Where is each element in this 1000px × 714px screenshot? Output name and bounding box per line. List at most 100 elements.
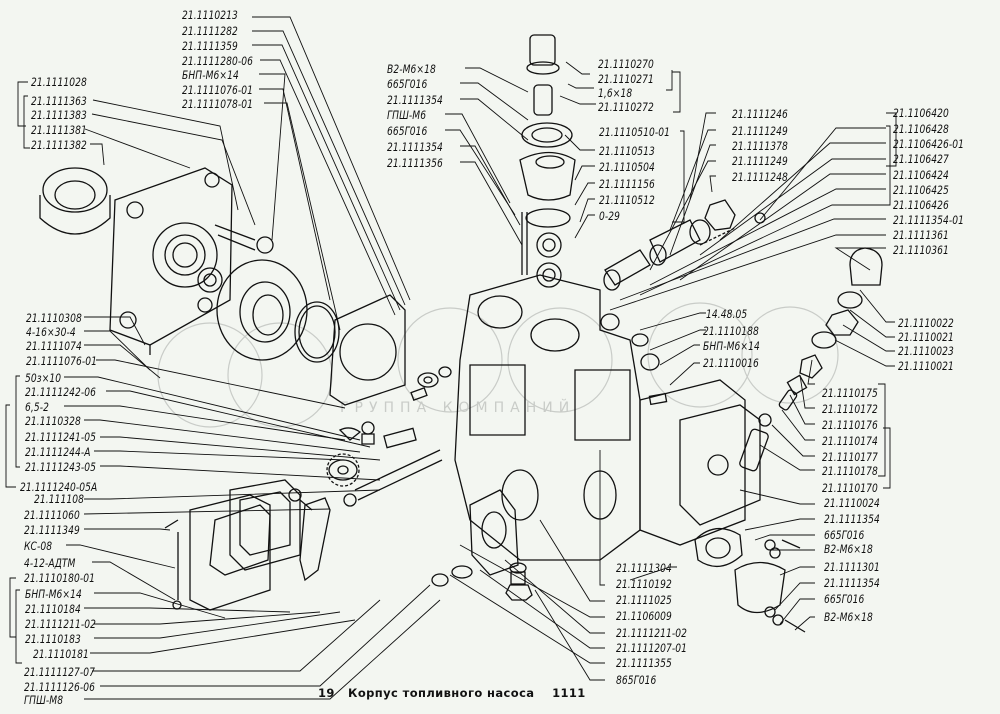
part-label: 21.1111243-05 <box>25 460 97 474</box>
parts <box>40 35 882 632</box>
part-label: 21.1110183 <box>25 632 81 646</box>
part-label: 21.1110271 <box>598 72 654 86</box>
part-label: 21.1110272 <box>598 100 654 114</box>
bottom-cover-parts <box>165 480 312 610</box>
figure-title: Корпус топливного насоса <box>348 686 535 700</box>
bottom-gasket-part <box>470 490 518 575</box>
assembly-label: 21.1111240-05А <box>20 480 98 494</box>
part-label: 1,6×18 <box>598 86 633 100</box>
part-label: 21.1111249 <box>732 124 788 138</box>
part-label: 21.1111282 <box>182 24 238 38</box>
part-label: 21.1106428 <box>893 122 949 136</box>
part-label: 21.1111126-06 <box>24 680 96 694</box>
part-label: 21.1111242-06 <box>25 385 97 399</box>
part-label: 21.1110328 <box>25 414 81 428</box>
part-label: 21.1111378 <box>732 139 788 153</box>
pump-housing-part <box>455 275 640 560</box>
part-label: 21.1110188 <box>703 324 759 338</box>
cap-nut-part <box>812 248 882 348</box>
part-label: 21.1110172 <box>822 402 878 416</box>
part-label: 4-16×30-4 <box>26 325 76 339</box>
part-label: 21.1106424 <box>893 168 949 182</box>
part-label: 21.1106426-01 <box>893 137 965 151</box>
group-code: 1111 <box>552 686 586 700</box>
part-label: В2-М6×18 <box>824 610 873 624</box>
part-label: 21.1111211-02 <box>616 626 688 640</box>
part-label: ГПШ-М6 <box>387 108 427 122</box>
part-label: 21.1111248 <box>732 170 788 184</box>
part-label: 21.1110361 <box>893 243 949 257</box>
part-label: 21.1111076-01 <box>26 354 98 368</box>
gear-part <box>327 454 359 486</box>
part-label: ГПШ-М8 <box>24 693 64 707</box>
part-label: 21.1110178 <box>822 464 878 478</box>
part-label: 21.1111349 <box>24 523 80 537</box>
side-cover-part <box>640 380 760 545</box>
part-label: 21.1111356 <box>387 156 443 170</box>
part-label: КС-08 <box>24 539 53 553</box>
figure-number: 19 <box>318 686 335 700</box>
part-label: 21.1111383 <box>31 108 87 122</box>
part-label: 21.1111354 <box>387 140 443 154</box>
part-label: В2-М6×18 <box>387 62 436 76</box>
part-label: 50з×10 <box>25 371 62 385</box>
part-label: 21.1111060 <box>24 508 80 522</box>
part-label: 21.1111249 <box>732 154 788 168</box>
part-label: 21.1111076-01 <box>182 83 254 97</box>
part-label: 21.1110174 <box>822 434 878 448</box>
part-label: 21.1110175 <box>822 386 878 400</box>
part-label: 665Г016 <box>824 592 865 606</box>
part-label: 21.1111363 <box>31 94 87 108</box>
assembly-label: 21.1110180-01 <box>24 571 96 585</box>
flange-parts <box>695 529 805 632</box>
part-label: 21.1110021 <box>898 359 954 373</box>
part-label: 21.1111382 <box>31 138 87 152</box>
part-label: 0-29 <box>599 209 621 223</box>
part-label: 21.1110213 <box>182 8 238 22</box>
part-label: 665Г016 <box>824 528 865 542</box>
part-label: 21.1110021 <box>898 330 954 344</box>
part-label: 665Г016 <box>387 124 428 138</box>
part-label: 21.1110184 <box>25 602 81 616</box>
o-ring-part <box>295 302 339 362</box>
assembly-label: 21.1110170 <box>822 481 878 495</box>
plug-part <box>432 563 532 600</box>
part-label: 21.1111246 <box>732 107 788 121</box>
part-label: 21.1111354-01 <box>893 213 965 227</box>
assembly-label: 21.1110270 <box>598 57 654 71</box>
part-label: 21.1111301 <box>824 560 880 574</box>
part-label: 21.1111355 <box>616 656 672 670</box>
part-label: 21.1111025 <box>616 593 672 607</box>
part-label: 21.1111354 <box>387 93 443 107</box>
part-label: 21.1106427 <box>893 152 949 166</box>
leader-lines <box>6 17 896 699</box>
part-label: 865Г016 <box>616 673 657 687</box>
part-label: 21.1111354 <box>824 512 880 526</box>
part-label: 21.1110024 <box>824 496 880 510</box>
seal-part <box>198 268 222 292</box>
part-label: 21.1110512 <box>599 193 655 207</box>
part-label: 21.1110176 <box>822 418 878 432</box>
part-label: 6,5-2 <box>25 400 49 414</box>
bearing-cup-part <box>40 168 110 234</box>
assembly-label: 21.1106420 <box>893 106 949 120</box>
part-label: 21.1111078-01 <box>182 97 254 111</box>
part-label: 4-12-АДТМ <box>24 556 76 570</box>
part-label: 21.111108 <box>34 492 85 506</box>
stud-part <box>215 225 273 253</box>
part-label: 21.1110181 <box>33 647 89 661</box>
bearing-housing-part <box>217 260 307 360</box>
part-label: 21.1111127-07 <box>24 665 96 679</box>
part-label: 21.1111280-06 <box>182 54 254 68</box>
part-label: 21.1111241-05 <box>25 430 97 444</box>
pressure-valve-parts <box>604 200 765 290</box>
part-label: 21.1110308 <box>26 311 82 325</box>
watermark-text: ГРУППА КОМПАНИЙ <box>340 398 575 416</box>
figure-caption: 19 Корпус топливного насоса 1111 <box>318 686 586 700</box>
part-label: 21.1111074 <box>26 339 82 353</box>
part-label: 21.1106426 <box>893 198 949 212</box>
part-label: 21.1111361 <box>893 228 949 242</box>
part-label: 21.1110022 <box>898 316 954 330</box>
small-fittings <box>411 314 667 404</box>
